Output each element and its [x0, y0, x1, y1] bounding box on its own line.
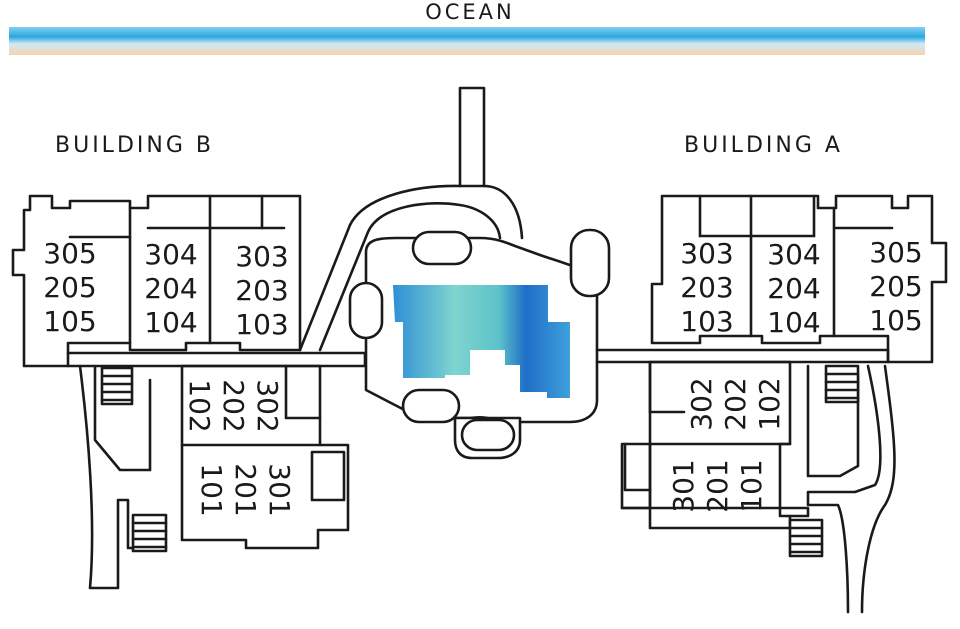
unit-a-303: 303: [680, 237, 733, 270]
unit-b-203: 203: [235, 274, 288, 307]
unit-a-204: 204: [767, 272, 820, 305]
unit-a-302: 302: [685, 377, 718, 430]
unit-b-201: 201: [229, 463, 262, 516]
unit-b-104: 104: [144, 306, 197, 339]
unit-a-101: 101: [735, 459, 768, 512]
unit-b-105: 105: [43, 305, 96, 338]
building-a: [595, 194, 948, 614]
unit-b-202: 202: [217, 379, 250, 432]
unit-a-105: 105: [869, 304, 922, 337]
building-a-units: 303 203 103 304 204 104 305 205 105 302 …: [667, 236, 923, 513]
unit-a-104: 104: [767, 306, 820, 339]
unit-b-205: 205: [43, 271, 96, 304]
unit-b-305: 305: [43, 237, 96, 270]
lounge-south-west: [401, 388, 461, 424]
unit-a-103: 103: [680, 305, 733, 338]
building-a-label: BUILDING A: [684, 133, 843, 158]
stairs-b-lower-icon: [131, 513, 168, 553]
swimming-pool: [393, 285, 570, 398]
ocean-label: OCEAN: [425, 0, 515, 24]
unit-a-205: 205: [869, 270, 922, 303]
unit-b-303: 303: [235, 240, 288, 273]
unit-b-304: 304: [144, 238, 197, 271]
unit-b-301: 301: [263, 463, 296, 516]
unit-a-305: 305: [869, 236, 922, 269]
pool-area: [298, 86, 611, 460]
building-b: [11, 194, 367, 590]
stairs-a-upper-icon: [824, 364, 860, 404]
unit-a-203: 203: [680, 271, 733, 304]
unit-a-301: 301: [667, 459, 700, 512]
stairs-a-lower-icon: [788, 518, 824, 558]
unit-a-201: 201: [701, 459, 734, 512]
building-b-label: BUILDING B: [55, 133, 214, 158]
unit-b-101: 101: [195, 463, 228, 516]
unit-a-202: 202: [719, 377, 752, 430]
unit-b-102: 102: [183, 379, 216, 432]
unit-a-102: 102: [753, 377, 786, 430]
unit-a-304: 304: [767, 238, 820, 271]
ocean-band: [9, 27, 925, 55]
building-b-units: 305 205 105 304 204 104 303 203 103 302 …: [43, 237, 296, 517]
unit-b-103: 103: [235, 308, 288, 341]
lounge-north: [411, 230, 473, 266]
stairs-b-upper-icon: [100, 366, 134, 406]
lounge-east: [569, 228, 611, 298]
unit-b-204: 204: [144, 272, 197, 305]
unit-b-302: 302: [251, 379, 284, 432]
lounge-west: [348, 281, 384, 340]
